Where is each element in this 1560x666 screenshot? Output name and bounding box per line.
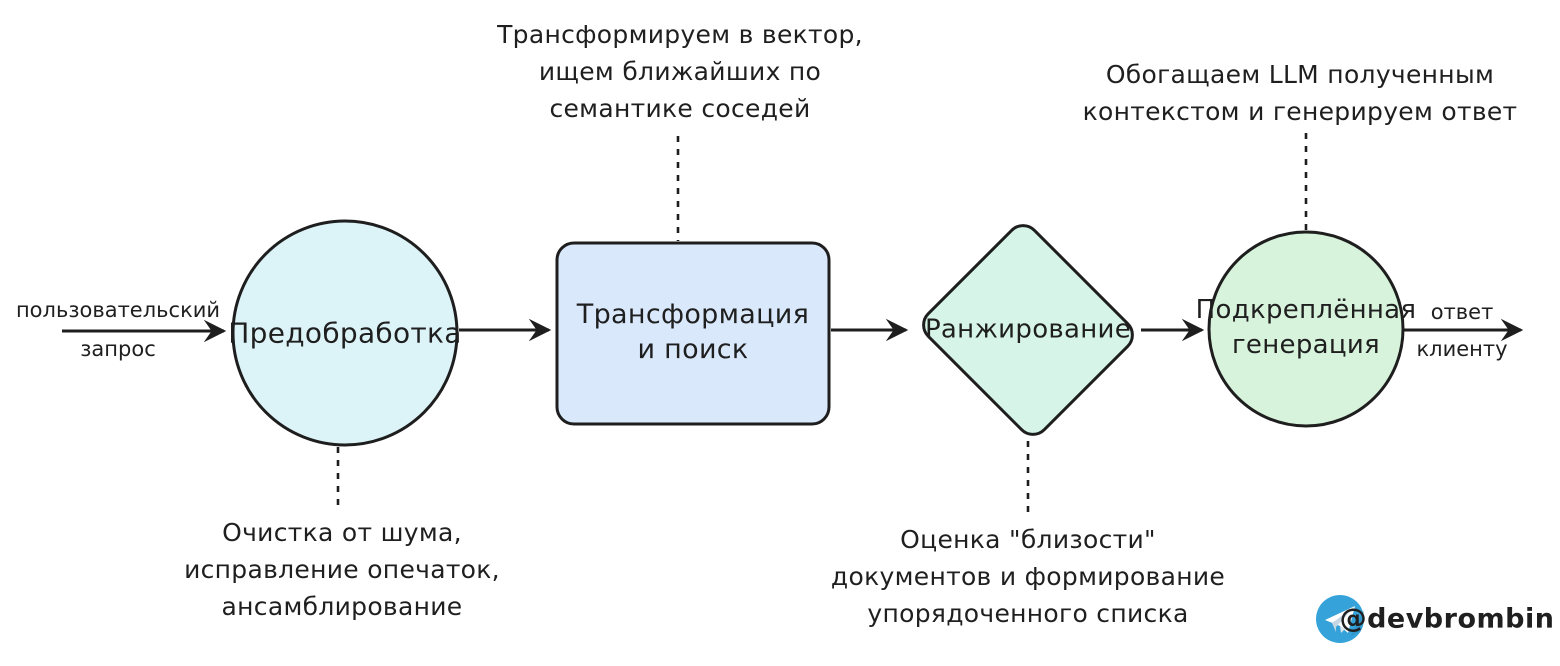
output-label-line1: ответ	[1430, 300, 1494, 324]
annotation-enrich: Обогащаем LLM полученным контекстом и ге…	[1083, 56, 1518, 130]
node-transform-rect	[555, 241, 831, 426]
node-generation-circle	[1207, 230, 1405, 428]
annotation-vectorize: Трансформируем в вектор, ищем ближайших …	[497, 16, 863, 127]
annotation-scoring-line2: документов и формирование	[830, 562, 1226, 591]
annotation-scoring: Оценка "близости" документов и формирова…	[831, 521, 1225, 632]
annotation-enrich-line2: контекстом и генерируем ответ	[1082, 97, 1518, 126]
node-generation-label-line2: генерация	[1231, 330, 1381, 360]
annotation-scoring-line1: Оценка "близости"	[900, 525, 1156, 554]
telegram-icon	[1316, 595, 1364, 643]
annotation-vectorize-line3: семантике соседей	[549, 94, 811, 123]
telegram-handle: @devbrombin	[1339, 603, 1555, 635]
annotation-cleanup-line2: исправление опечаток,	[184, 555, 500, 584]
node-preprocess-circle	[231, 219, 459, 447]
annotation-scoring-line3: упорядоченного списка	[867, 599, 1189, 628]
node-generation-label: Подкреплённая генерация	[1196, 293, 1417, 363]
annotation-vectorize-line2: ищем ближайших по	[538, 57, 822, 86]
annotation-vectorize-line1: Трансформируем в вектор,	[497, 20, 863, 49]
annotation-cleanup: Очистка от шума, исправление опечаток, а…	[184, 514, 500, 625]
input-label-line2: запрос	[80, 337, 156, 361]
node-transform-label: Трансформация и поиск	[577, 297, 809, 367]
output-label-line2: клиенту	[1416, 337, 1508, 361]
annotation-cleanup-line3: ансамблирование	[221, 592, 463, 621]
annotation-enrich-line1: Обогащаем LLM полученным	[1105, 60, 1495, 89]
annotation-cleanup-line1: Очистка от шума,	[222, 518, 462, 547]
node-transform-label-line1: Трансформация	[576, 299, 810, 330]
input-label-line1: пользовательский	[15, 298, 221, 322]
node-preprocess-label: Предобработка	[228, 316, 462, 350]
node-ranking-label: Ранжирование	[924, 314, 1132, 345]
node-transform-label-line2: и поиск	[637, 334, 749, 365]
node-ranking-diamond	[922, 224, 1134, 436]
node-generation-label-line1: Подкреплённая	[1195, 295, 1417, 325]
